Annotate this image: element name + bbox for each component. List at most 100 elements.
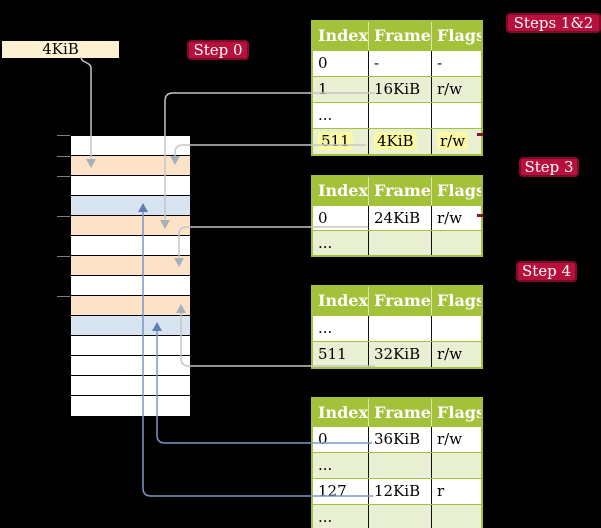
table-cell: 12KiB	[368, 479, 431, 504]
column-header-frame: Frame	[368, 22, 431, 50]
address-tick-5	[57, 296, 70, 297]
table-cell: r/w	[431, 342, 481, 367]
address-tick-0	[57, 135, 70, 136]
memory-frame-row-3	[71, 196, 190, 216]
table-cell: 1	[318, 80, 328, 98]
memory-frame-row-6	[71, 256, 190, 276]
table-cell	[431, 453, 481, 478]
highlighted-value: 511	[318, 132, 353, 150]
column-header-index: Index	[318, 403, 368, 422]
table-row: ...	[313, 452, 481, 478]
table-cell	[368, 103, 431, 128]
table-cell	[368, 505, 431, 528]
column-header-index: Index	[318, 26, 368, 45]
page-size-box: 4KiB	[2, 41, 119, 58]
address-tick-3	[57, 216, 70, 217]
table-cell	[368, 453, 431, 478]
memory-frame-row-1	[71, 156, 190, 176]
table-cell	[368, 231, 431, 255]
table-row: 0 --	[313, 50, 481, 76]
step-3-badge: Step 3	[519, 157, 579, 177]
table-cell: 0	[318, 430, 328, 448]
table-cell: 511	[313, 129, 368, 154]
step-4-badge: Step 4	[516, 261, 577, 282]
table-row: ...	[313, 315, 481, 341]
table-cell: r/w	[431, 206, 481, 230]
column-header-flags: Flags	[431, 399, 481, 426]
column-header-frame: Frame	[368, 287, 431, 315]
table-cell: 36KiB	[368, 427, 431, 452]
address-tick-2	[57, 176, 70, 177]
table-cell: ...	[318, 508, 333, 526]
steps-1-2-badge: Steps 1&2	[506, 13, 601, 33]
memory-frame-row-5	[71, 236, 190, 256]
table-cell: 4KiB	[368, 129, 431, 154]
table-cell: r/w	[431, 427, 481, 452]
table-cell	[368, 316, 431, 341]
table-cell: ...	[318, 319, 333, 337]
table-row: ...	[313, 230, 481, 255]
column-header-frame: Frame	[368, 177, 431, 205]
memory-frame-row-9	[71, 316, 190, 336]
highlighted-value: 4KiB	[374, 132, 417, 150]
table-cell	[431, 103, 481, 128]
table-cell: r	[431, 479, 481, 504]
memory-frame-row-4	[71, 216, 190, 236]
column-header-index: Index	[318, 181, 368, 200]
table-cell: r/w	[431, 77, 481, 102]
table-cell	[431, 505, 481, 528]
step-0-badge: Step 0	[187, 40, 249, 60]
physical-memory-column	[70, 135, 191, 417]
table-cell: ...	[318, 456, 333, 474]
memory-frame-row-12	[71, 376, 190, 396]
table-cell: 32KiB	[368, 342, 431, 367]
table-cell	[431, 316, 481, 341]
memory-frame-row-2	[71, 176, 190, 196]
memory-frame-row-13	[71, 396, 190, 415]
column-header-flags: Flags	[431, 22, 481, 50]
memory-frame-row-7	[71, 276, 190, 296]
table-row: ...	[313, 102, 481, 128]
table-cell: 511	[318, 345, 347, 363]
address-tick-4	[57, 256, 70, 257]
table-cell: 127	[318, 482, 347, 500]
column-header-index: Index	[318, 291, 368, 310]
memory-frame-row-11	[71, 356, 190, 376]
column-header-frame: Frame	[368, 399, 431, 426]
table-cell: r/w	[431, 129, 481, 154]
column-header-flags: Flags	[431, 177, 481, 205]
address-tick-1	[57, 156, 70, 157]
memory-frame-row-0	[71, 136, 190, 156]
memory-frame-row-8	[71, 296, 190, 316]
highlighted-value: r/w	[437, 132, 469, 150]
table-cell: ...	[318, 234, 333, 252]
table-cell: 16KiB	[368, 77, 431, 102]
table-cell: -	[368, 51, 431, 76]
table-row: 511 4KiB r/w	[313, 128, 481, 154]
table-cell: -	[431, 51, 481, 76]
table-cell: 24KiB	[368, 206, 431, 230]
table-cell: ...	[318, 106, 333, 124]
table-cell: 0	[318, 54, 328, 72]
table-row: ...	[313, 504, 481, 528]
memory-frame-row-10	[71, 336, 190, 356]
table-cell: 0	[318, 209, 328, 227]
page-size-label: 4KiB	[42, 40, 79, 58]
